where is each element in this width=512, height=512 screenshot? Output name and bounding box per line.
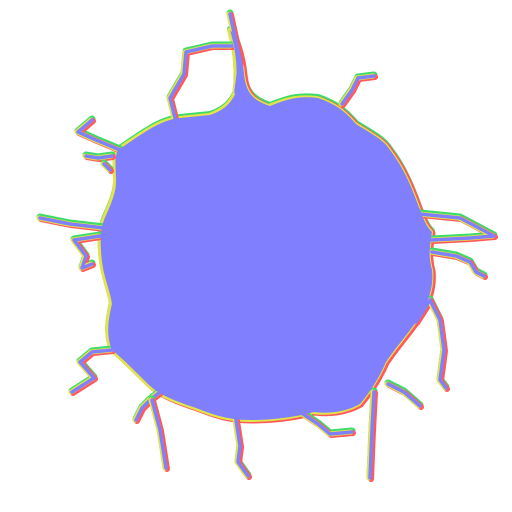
- tendril-5-layer-4: [84, 154, 114, 160]
- tendril-18-layer-4: [70, 348, 114, 394]
- tendrils: [36, 9, 498, 482]
- splat-body: [100, 30, 433, 420]
- tendril-1-layer-4: [168, 44, 234, 120]
- tendril-10-layer-4: [430, 250, 486, 278]
- tendril-12-layer-4: [386, 382, 422, 408]
- tendril-16-layer-4: [134, 390, 162, 422]
- tendril-11-layer-4: [414, 298, 448, 390]
- tendril-3-layer-4: [340, 74, 376, 106]
- tendril-13-layer-4: [368, 390, 376, 480]
- tendril-7-layer-4: [38, 216, 106, 230]
- tendril-14-layer-4: [298, 410, 354, 436]
- tendril-8-layer-4: [72, 234, 102, 270]
- tendril-6-layer-4: [102, 162, 112, 172]
- tendril-17-layer-4: [150, 398, 168, 470]
- tendril-9-layer-4: [418, 212, 496, 242]
- tendril-15-layer-4: [234, 418, 250, 478]
- tendril-4-layer-4: [76, 118, 122, 152]
